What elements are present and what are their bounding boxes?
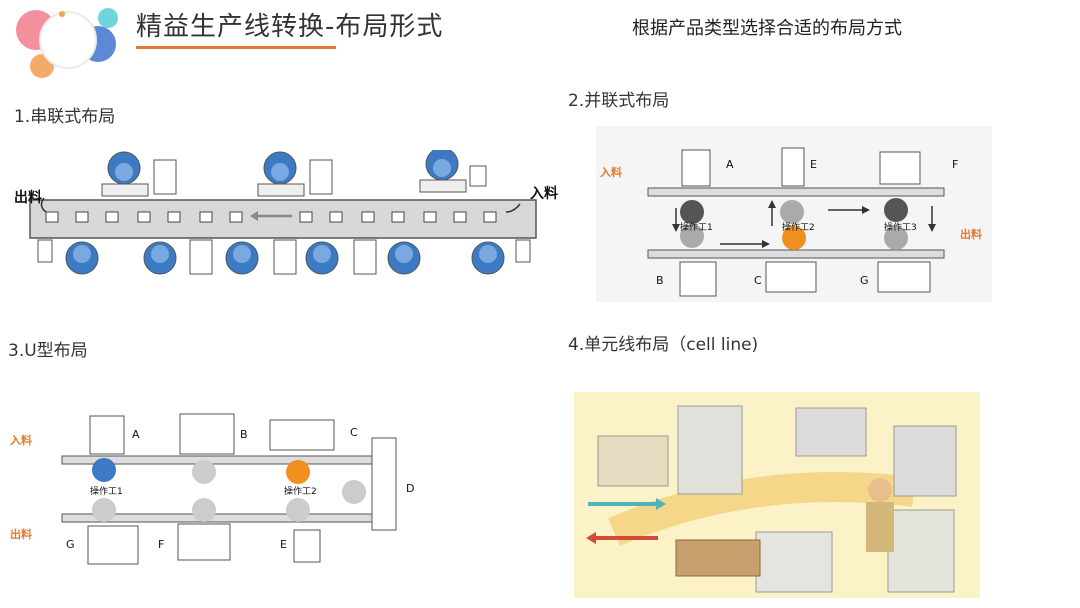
svg-text:F: F bbox=[158, 538, 164, 551]
parallel-layout-heading: 2.并联式布局 bbox=[568, 91, 670, 111]
page-title: 精益生产线转换-布局形式 bbox=[136, 12, 444, 42]
svg-text:G: G bbox=[860, 274, 869, 287]
svg-text:操作工2: 操作工2 bbox=[284, 485, 317, 497]
serial-out-label: 出料 bbox=[14, 189, 42, 206]
svg-text:B: B bbox=[656, 274, 664, 287]
logo bbox=[8, 2, 120, 82]
u-layout-diagram: 操作工1 操作工2 A B C D G F E 入料 出料 bbox=[8, 406, 428, 570]
page-subtitle: 根据产品类型选择合适的布局方式 bbox=[632, 18, 902, 39]
title-underline bbox=[136, 46, 336, 49]
svg-text:操作工1: 操作工1 bbox=[90, 485, 123, 497]
svg-text:入料: 入料 bbox=[10, 433, 32, 447]
svg-text:E: E bbox=[810, 158, 817, 171]
svg-text:G: G bbox=[66, 538, 75, 551]
svg-text:B: B bbox=[240, 428, 248, 441]
svg-text:C: C bbox=[754, 274, 762, 287]
svg-text:F: F bbox=[952, 158, 958, 171]
svg-text:A: A bbox=[726, 158, 734, 171]
svg-text:A: A bbox=[132, 428, 140, 441]
cell-layout-image bbox=[574, 392, 980, 598]
svg-text:C: C bbox=[350, 426, 358, 439]
svg-text:D: D bbox=[406, 482, 414, 495]
serial-in-label: 入料 bbox=[530, 185, 558, 202]
parallel-out-label: 出料 bbox=[960, 227, 982, 241]
parallel-operator-label: 操作工2 bbox=[782, 221, 815, 233]
svg-text:E: E bbox=[280, 538, 287, 551]
serial-layout-diagram: 出料 入料 bbox=[10, 147, 570, 280]
parallel-in-label: 入料 bbox=[600, 165, 622, 179]
parallel-layout-diagram: 操作工1 操作工2 操作工3 A E F B C G 入料 出料 bbox=[596, 126, 992, 302]
u-layout-heading: 3.U型布局 bbox=[8, 341, 88, 361]
parallel-operator-label: 操作工1 bbox=[680, 221, 713, 233]
serial-layout-heading: 1.串联式布局 bbox=[14, 107, 116, 127]
parallel-operator-label: 操作工3 bbox=[884, 221, 917, 233]
cell-layout-heading: 4.单元线布局（cell line) bbox=[568, 335, 759, 355]
svg-text:出料: 出料 bbox=[10, 527, 32, 541]
operator-icon bbox=[101, 147, 487, 197]
